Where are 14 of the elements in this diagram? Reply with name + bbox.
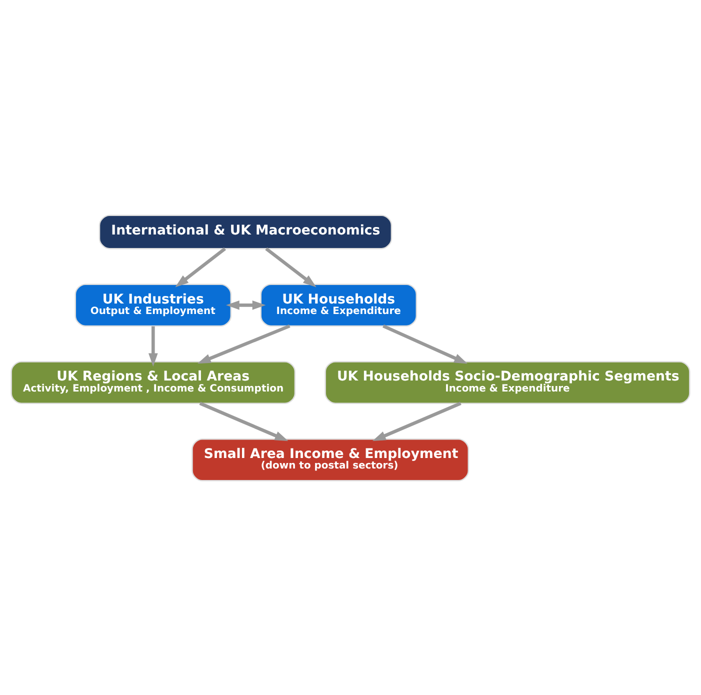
arrow	[175, 246, 226, 287]
node-box: UK Industries Output & Employment	[74, 283, 232, 326]
arrow	[148, 326, 158, 366]
arrow	[197, 324, 290, 364]
arrow	[226, 300, 266, 310]
node-box: UK Households Income & Expenditure	[260, 283, 418, 326]
arrow	[372, 401, 462, 441]
node-box: International & UK Macroeconomics	[98, 214, 392, 249]
node-box: UK Households Socio-Demographic Segments Income & Expenditure	[324, 360, 690, 404]
node-box: Small Area Income & Employment (down to postal sectors)	[192, 438, 470, 481]
node-box: UK Regions & Local Areas Activity, Employment , Income & Consumption	[10, 360, 296, 404]
arrow	[265, 246, 316, 287]
arrow	[199, 401, 288, 441]
arrow	[382, 324, 468, 364]
